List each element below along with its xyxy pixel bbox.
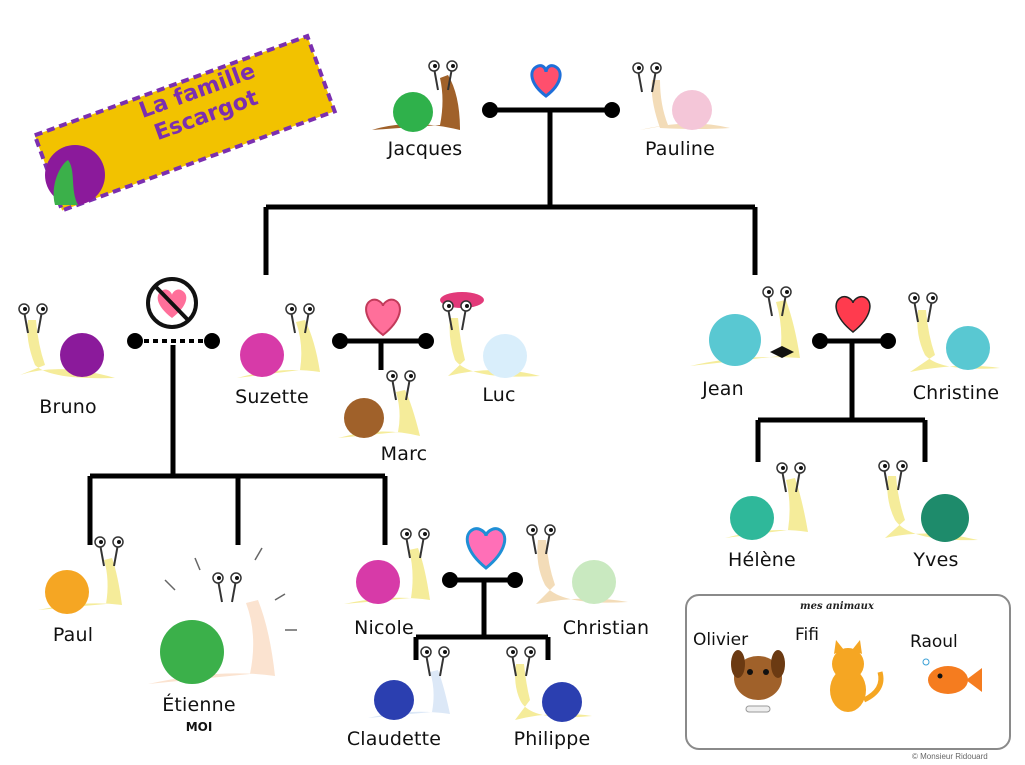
- pets-panel: [685, 594, 1011, 750]
- banner: [32, 33, 338, 214]
- member-label-luc: Luc: [482, 384, 516, 406]
- member-label-claudette: Claudette: [346, 728, 442, 750]
- member-label-paul: Paul: [52, 624, 94, 646]
- dog-icon: [731, 650, 785, 713]
- heart-icon: [835, 295, 871, 333]
- snail-jean: [690, 286, 800, 366]
- member-label-philippe: Philippe: [513, 728, 591, 750]
- pet-label-fifi: Fifi: [795, 625, 819, 645]
- heart-icon: [465, 527, 507, 570]
- snail-nicole: [344, 528, 430, 604]
- member-label-christian: Christian: [562, 617, 650, 639]
- member-label-helene: Hélène: [728, 549, 796, 571]
- snail-claudette: [368, 646, 450, 720]
- member-label-jacques: Jacques: [387, 138, 463, 160]
- snail-bruno: [18, 303, 115, 379]
- heart-icon: [365, 298, 401, 337]
- heart-icon: [530, 64, 562, 98]
- member-label-bruno: Bruno: [39, 396, 97, 418]
- snail-philippe: [506, 646, 592, 722]
- union-dots: [127, 102, 896, 588]
- snail-etienne: [148, 547, 297, 684]
- banner-snail-body: [53, 160, 78, 205]
- snail-paul: [38, 536, 124, 614]
- bowtie-icon: [770, 346, 794, 358]
- pet-label-raoul: Raoul: [910, 632, 958, 652]
- member-label-yves: Yves: [913, 549, 959, 571]
- member-tag-etienne: MOI: [185, 720, 213, 734]
- snail-pauline: [632, 62, 730, 130]
- cat-icon: [830, 640, 884, 712]
- snail-helene: [725, 462, 808, 540]
- snail-christian: [526, 524, 628, 604]
- sparkle-lines: [164, 547, 297, 631]
- snail-christine: [908, 292, 1000, 372]
- snail-yves: [878, 460, 978, 542]
- snail-marc: [338, 370, 420, 438]
- member-label-marc: Marc: [380, 443, 428, 465]
- broken-heart-icon: [146, 277, 198, 329]
- member-label-christine: Christine: [912, 382, 1000, 404]
- member-label-pauline: Pauline: [645, 138, 715, 160]
- member-label-etienne: Étienne: [162, 694, 236, 716]
- snail-luc: [440, 292, 540, 378]
- credit-text: © Monsieur Ridouard: [912, 752, 988, 761]
- tree-lines: [87, 107, 928, 660]
- goldfish-icon: [922, 658, 982, 694]
- snail-jacques: [372, 60, 460, 132]
- pets-title: mes animaux: [800, 601, 874, 612]
- member-label-suzette: Suzette: [235, 386, 309, 408]
- member-label-jean: Jean: [702, 378, 744, 400]
- member-label-nicole: Nicole: [354, 617, 414, 639]
- pet-label-olivier: Olivier: [693, 630, 749, 650]
- snail-suzette: [237, 303, 320, 378]
